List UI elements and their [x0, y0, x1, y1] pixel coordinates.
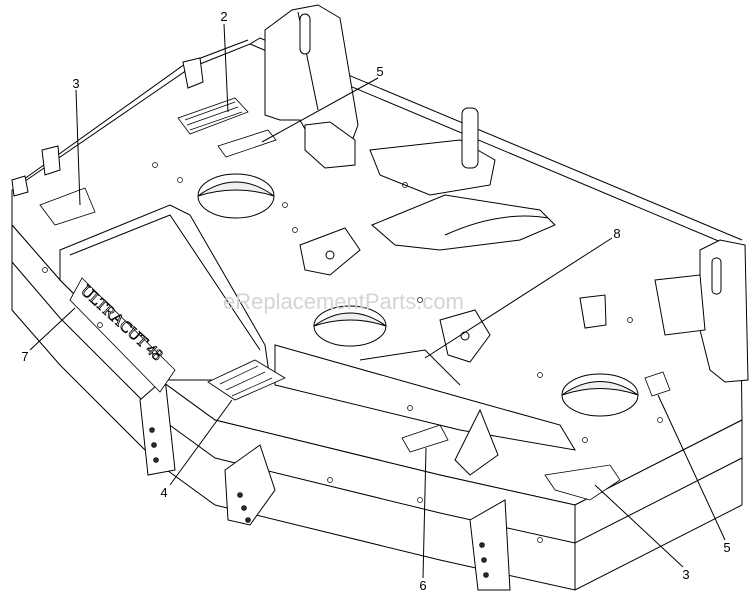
- leader-lines: [29, 23, 726, 579]
- mounting-holes: [42, 162, 663, 543]
- callout-6: 6: [419, 578, 426, 593]
- callout-labels: 2 3 5 8 7 4 6 3 5: [21, 9, 730, 593]
- callout-3-left: 3: [72, 76, 79, 91]
- callout-3-right: 3: [682, 567, 689, 582]
- callout-8: 8: [613, 226, 620, 241]
- callout-7: 7: [21, 349, 28, 364]
- callout-5-top: 5: [376, 64, 383, 79]
- callout-5-right: 5: [723, 540, 730, 555]
- hitch-linkage: [299, 107, 607, 363]
- callout-2-top: 2: [220, 9, 227, 24]
- watermark-text: eReplacementParts.com: [223, 289, 464, 314]
- callout-4: 4: [160, 485, 167, 500]
- gauge-wheel-brackets: [139, 376, 511, 591]
- blade-spindle-holes: [197, 173, 639, 417]
- baffle-panels: [59, 204, 576, 451]
- rear-brackets: [11, 4, 749, 383]
